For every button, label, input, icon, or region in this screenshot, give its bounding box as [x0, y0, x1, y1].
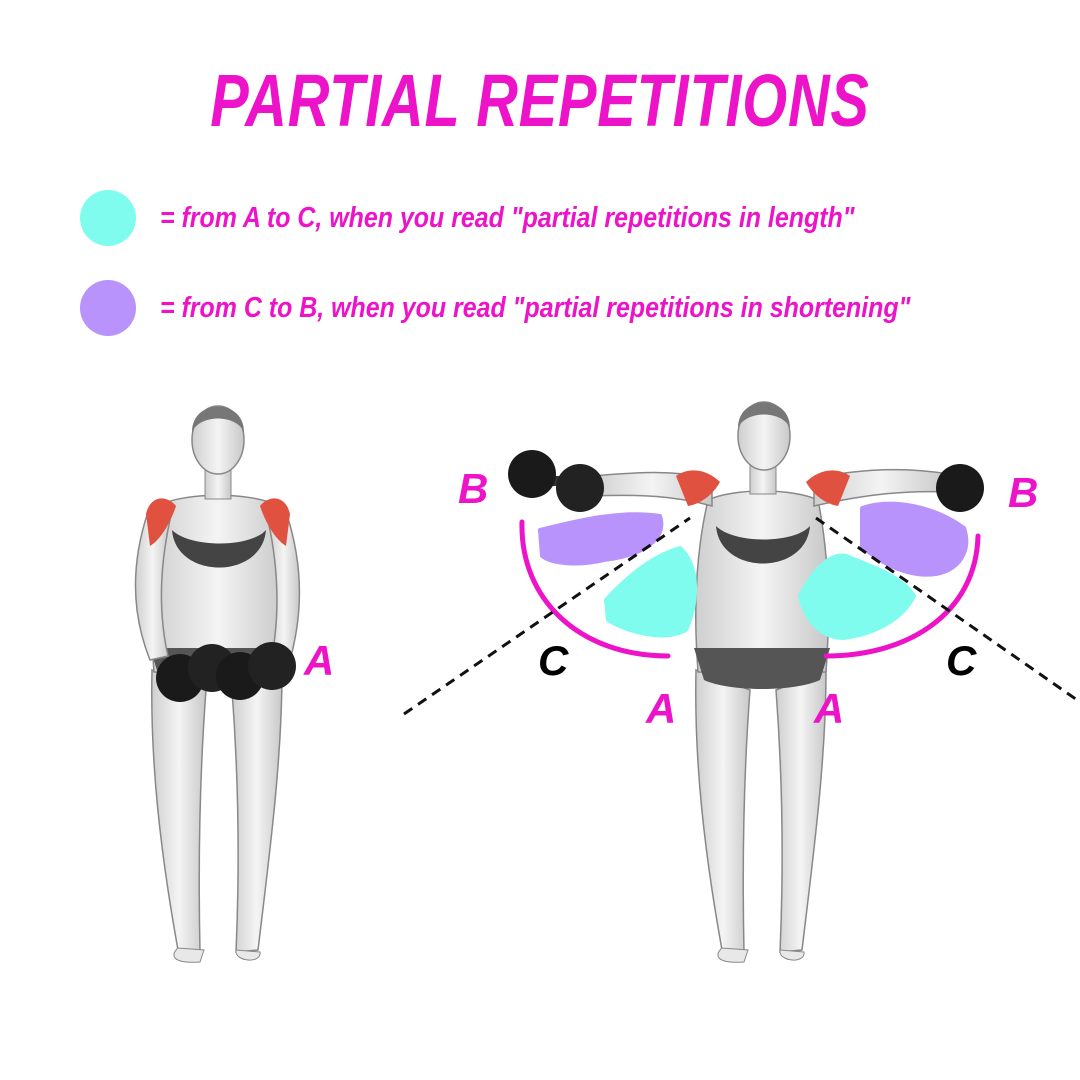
legend-shortening-text: = from C to B, when you read "partial re… [160, 292, 911, 324]
legend-length-text: = from A to C, when you read "partial re… [160, 202, 855, 234]
length-zone-right [798, 553, 916, 640]
legend-item-shortening: = from C to B, when you read "partial re… [80, 280, 1060, 340]
length-zone-left [604, 546, 697, 638]
range-arc-right [823, 533, 981, 659]
midpoint-line-left [403, 516, 691, 716]
label-c-right: C [946, 637, 977, 684]
dumbbell-right-icon [936, 464, 984, 512]
dumbbell-icon [156, 642, 296, 702]
legend-item-length: = from A to C, when you read "partial re… [80, 190, 1060, 250]
shortening-zone-right [860, 501, 969, 577]
range-arc-left [519, 519, 671, 659]
label-c-left: C [538, 637, 569, 684]
cyan-swatch-icon [80, 190, 136, 246]
label-b-left: B [458, 465, 488, 512]
dumbbell-left-icon [508, 450, 604, 512]
label-a-right: A [813, 685, 844, 732]
shortening-zone-left [538, 512, 664, 566]
figure-raised-position [508, 401, 984, 963]
label-a-left: A [645, 685, 676, 732]
page-title: PARTIAL REPETITIONS [210, 59, 870, 142]
label-a-start: A [303, 637, 334, 684]
midpoint-line-right [815, 516, 1080, 704]
label-b-right: B [1008, 469, 1038, 516]
figure-start-position [134, 405, 301, 963]
purple-swatch-icon [80, 280, 136, 336]
